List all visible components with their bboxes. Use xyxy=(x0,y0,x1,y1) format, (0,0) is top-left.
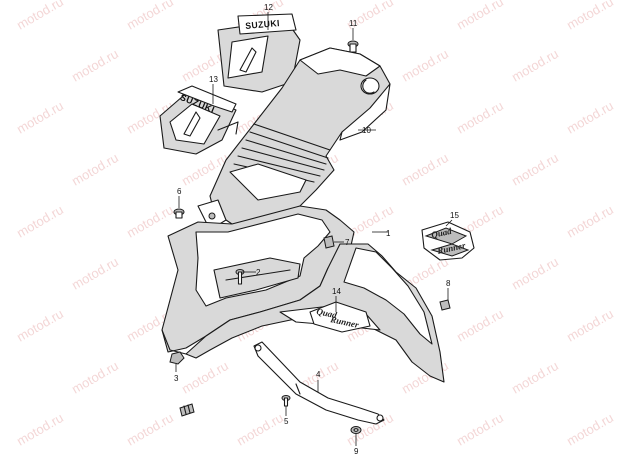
watermark-text: motod.ru xyxy=(564,410,616,449)
watermark-text: motod.ru xyxy=(14,0,66,33)
callout-4: 4 xyxy=(316,370,321,379)
part-4-bracket xyxy=(253,341,385,425)
watermark-text: motod.ru xyxy=(399,150,451,189)
watermark-text: motod.ru xyxy=(509,254,561,293)
part-10-upper-cowl xyxy=(197,47,391,231)
loose-fastener-icon xyxy=(179,403,195,417)
callout-labels: 1 2 3 4 5 6 7 8 9 10 11 12 13 14 15 xyxy=(174,3,459,456)
watermark-text: motod.ru xyxy=(454,98,506,137)
callout-10: 10 xyxy=(362,126,371,135)
callout-8: 8 xyxy=(446,279,451,288)
callout-9: 9 xyxy=(354,447,359,456)
fender-decal-line1: Quad xyxy=(316,306,339,320)
part-5-screw xyxy=(281,395,291,407)
watermark-text: motod.ru xyxy=(124,410,176,449)
part-11-bolt xyxy=(347,40,359,53)
leader-lines xyxy=(175,12,453,446)
callout-11: 11 xyxy=(349,19,358,28)
watermark-text: motod.ru xyxy=(509,150,561,189)
part-13-emblem-lower: SUZUKI xyxy=(159,85,239,155)
watermark-text: motod.ru xyxy=(179,358,231,397)
callout-5: 5 xyxy=(284,417,289,426)
part-1-front-fender: Quad Runner xyxy=(161,205,445,383)
watermark-text: motod.ru xyxy=(509,46,561,85)
callout-1: 1 xyxy=(386,229,391,238)
emblem-upper-label: SUZUKI xyxy=(245,18,280,31)
callout-2: 2 xyxy=(256,268,261,277)
callout-14: 14 xyxy=(332,287,341,296)
watermark-text: motod.ru xyxy=(564,202,616,241)
decal-15-line1: Quad xyxy=(430,226,453,240)
part-12-emblem-upper: SUZUKI xyxy=(217,13,301,93)
watermark-text: motod.ru xyxy=(564,98,616,137)
watermark-text: motod.ru xyxy=(14,98,66,137)
watermark-text: motod.ru xyxy=(69,150,121,189)
part-3-nut xyxy=(169,351,185,365)
callout-12: 12 xyxy=(264,3,273,12)
callout-3: 3 xyxy=(174,374,179,383)
part-6-bolt xyxy=(173,208,185,219)
watermark-text: motod.ru xyxy=(454,0,506,33)
watermark-text: motod.ru xyxy=(564,0,616,33)
watermark-text: motod.ru xyxy=(69,46,121,85)
callout-6: 6 xyxy=(177,187,182,196)
watermark-text: motod.ru xyxy=(234,410,286,449)
watermark-text: motod.ru xyxy=(124,202,176,241)
part-7-clip xyxy=(323,235,335,249)
watermark-text: motod.ru xyxy=(14,410,66,449)
watermark-text: motod.ru xyxy=(564,306,616,345)
watermark-text: motod.ru xyxy=(454,410,506,449)
watermark-text: motod.ru xyxy=(69,254,121,293)
part-15-decal: Quad Runner xyxy=(421,221,475,261)
part-9-washer xyxy=(350,426,362,434)
watermark-text: motod.ru xyxy=(509,358,561,397)
watermark-text: motod.ru xyxy=(69,358,121,397)
part-2-screw xyxy=(235,269,245,285)
callout-13: 13 xyxy=(209,75,218,84)
callout-15: 15 xyxy=(450,211,459,220)
part-14-decal-on-fender: Quad Runner xyxy=(309,301,371,333)
part-8-bolt xyxy=(439,299,451,311)
callout-7: 7 xyxy=(345,238,350,247)
watermark-text: motod.ru xyxy=(454,306,506,345)
watermark-text: motod.ru xyxy=(14,306,66,345)
watermark-text: motod.ru xyxy=(399,46,451,85)
watermark-text: motod.ru xyxy=(124,0,176,33)
watermark-text: motod.ru xyxy=(14,202,66,241)
